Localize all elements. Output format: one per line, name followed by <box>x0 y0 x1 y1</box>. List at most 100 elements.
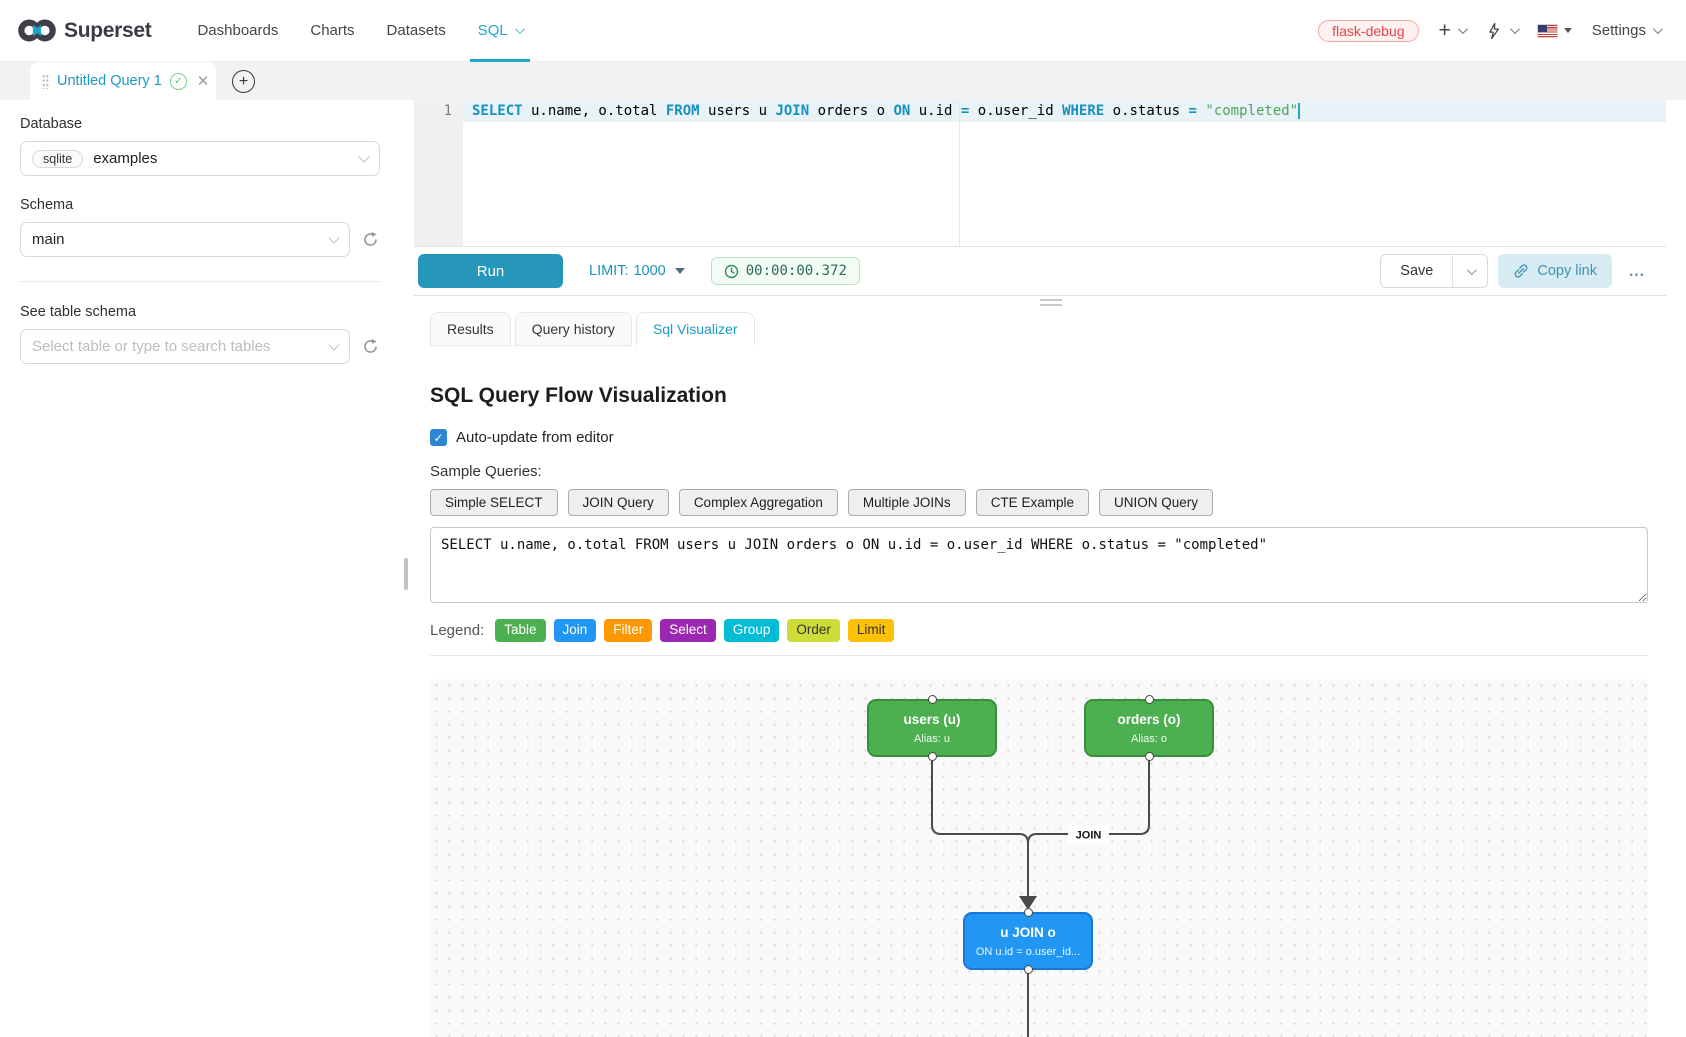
text-cursor <box>1298 103 1301 119</box>
new-item-button[interactable]: + <box>1438 19 1468 42</box>
node-orders-table[interactable]: orders (o) Alias: o <box>1084 694 1214 761</box>
chevron-down-icon <box>1457 24 1468 35</box>
schema-select[interactable]: main <box>20 222 350 257</box>
edge-label-background <box>1068 825 1109 843</box>
node-join[interactable]: u JOIN o ON u.id = o.user_id... <box>963 907 1093 974</box>
active-line-highlight <box>463 100 1666 122</box>
node-handle[interactable] <box>1023 964 1033 974</box>
query-tab-label: Untitled Query 1 <box>57 73 162 89</box>
new-query-tab-button[interactable]: + <box>232 70 255 93</box>
nav-dashboards[interactable]: Dashboards <box>197 22 279 39</box>
node-users-table[interactable]: users (u) Alias: u <box>867 694 997 761</box>
node-title: u JOIN o <box>1000 924 1056 940</box>
caret-down-icon <box>674 268 685 274</box>
splitter-drag-handle[interactable] <box>1040 299 1062 306</box>
editor-gutter: 1 <box>415 100 463 246</box>
node-handle[interactable] <box>1023 907 1033 917</box>
caret-down-icon <box>1563 28 1572 33</box>
sidebar-resize-handle[interactable] <box>404 558 408 590</box>
table-select[interactable]: Select table or type to search tables <box>20 329 350 364</box>
active-nav-underline <box>469 58 530 62</box>
nav-sql[interactable]: SQL <box>462 0 538 62</box>
refresh-icon <box>363 231 377 246</box>
tab-query-history[interactable]: Query history <box>514 312 632 346</box>
editor-toolbar: Run LIMIT: 1000 00:00:00.372 Save Copy l… <box>414 247 1666 295</box>
node-handle[interactable] <box>1144 751 1154 761</box>
query-bolt-button[interactable] <box>1485 22 1520 40</box>
drag-handle-icon[interactable] <box>42 73 49 89</box>
clock-icon <box>724 264 738 278</box>
nav-right-actions: flask-debug + Settings <box>1318 19 1663 42</box>
sql-code-editor[interactable]: 1 SELECT u.name, o.total FROM users u JO… <box>414 100 1666 247</box>
table-select-placeholder: Select table or type to search tables <box>32 338 271 355</box>
nav-datasets[interactable]: Datasets <box>386 22 446 39</box>
content-divider <box>430 654 1648 656</box>
node-subtitle: ON u.id = o.user_id... <box>975 945 1081 958</box>
chevron-down-icon <box>514 24 525 35</box>
query-tab-active[interactable]: Untitled Query 1 ✓ ✕ <box>30 62 216 100</box>
save-split-button: Save <box>1380 254 1489 288</box>
sample-join-query-button[interactable]: JOIN Query <box>567 489 669 516</box>
sample-simple-select-button[interactable]: Simple SELECT <box>430 489 558 516</box>
chevron-down-icon <box>1466 264 1477 275</box>
schema-label: Schema <box>20 197 74 213</box>
more-actions-button[interactable]: … <box>1628 261 1646 280</box>
save-button[interactable]: Save <box>1381 255 1453 287</box>
legend-group-badge: Group <box>723 619 780 642</box>
close-tab-icon[interactable]: ✕ <box>196 73 210 90</box>
save-options-button[interactable] <box>1452 255 1488 287</box>
sample-multiple-joins-button[interactable]: Multiple JOINs <box>847 489 966 516</box>
plus-icon: + <box>1438 19 1451 42</box>
database-select[interactable]: sqlite examples <box>20 141 380 176</box>
legend-label: Legend: <box>430 621 485 639</box>
tab-sql-visualizer[interactable]: Sql Visualizer <box>635 312 755 346</box>
link-icon <box>1515 264 1528 278</box>
editor-content[interactable]: SELECT u.name, o.total FROM users u JOIN… <box>463 100 1666 246</box>
database-engine-tag: sqlite <box>32 149 84 168</box>
query-timer-badge: 00:00:00.372 <box>710 257 860 285</box>
elapsed-time: 00:00:00.372 <box>745 263 847 279</box>
database-value: examples <box>93 150 158 167</box>
sql-line-1: SELECT u.name, o.total FROM users u JOIN… <box>472 103 1301 119</box>
language-button[interactable] <box>1536 23 1572 38</box>
chevron-down-icon <box>1652 24 1663 35</box>
legend: Legend: Table Join Filter Select Group O… <box>430 619 1648 642</box>
auto-update-checkbox[interactable]: ✓ <box>430 429 447 446</box>
run-query-button[interactable]: Run <box>418 254 563 288</box>
visualizer-query-input[interactable]: SELECT u.name, o.total FROM users u JOIN… <box>430 527 1648 603</box>
visualizer-title: SQL Query Flow Visualization <box>430 384 727 407</box>
sample-cte-example-button[interactable]: CTE Example <box>975 489 1089 516</box>
pane-splitter <box>414 295 1666 306</box>
refresh-schemas-button[interactable] <box>360 230 380 250</box>
node-handle[interactable] <box>1144 694 1154 704</box>
sample-complex-aggregation-button[interactable]: Complex Aggregation <box>678 489 838 516</box>
lightning-icon <box>1489 22 1499 39</box>
tab-results[interactable]: Results <box>430 312 511 346</box>
schema-value: main <box>32 231 65 248</box>
brand-name: Superset <box>64 18 152 42</box>
sidebar-divider <box>20 281 380 282</box>
settings-menu[interactable]: Settings <box>1592 22 1663 39</box>
line-number: 1 <box>443 103 452 119</box>
sample-union-query-button[interactable]: UNION Query <box>1098 489 1213 516</box>
refresh-tables-button[interactable] <box>360 337 380 357</box>
query-flow-canvas[interactable]: JOIN users (u) Alias: u orders (o) Alias… <box>430 678 1648 1037</box>
limit-dropdown[interactable]: LIMIT: 1000 <box>589 263 685 279</box>
table-schema-label: See table schema <box>20 304 137 320</box>
node-handle[interactable] <box>927 694 937 704</box>
saved-check-icon: ✓ <box>169 72 187 90</box>
node-handle[interactable] <box>927 751 937 761</box>
sample-query-buttons: Simple SELECT JOIN Query Complex Aggrega… <box>430 489 1648 516</box>
flow-edges: JOIN <box>931 757 1150 1037</box>
legend-filter-badge: Filter <box>604 619 653 642</box>
refresh-icon <box>363 338 377 353</box>
print-margin-line <box>959 100 960 246</box>
node-title: orders (o) <box>1117 711 1181 727</box>
superset-logo[interactable]: Superset <box>18 17 152 44</box>
copy-link-button[interactable]: Copy link <box>1498 254 1612 288</box>
legend-join-badge: Join <box>553 619 597 642</box>
chevron-down-icon <box>328 231 340 244</box>
superset-infinity-icon <box>18 19 56 42</box>
nav-charts[interactable]: Charts <box>310 22 355 39</box>
node-subtitle: Alias: o <box>1130 732 1168 745</box>
